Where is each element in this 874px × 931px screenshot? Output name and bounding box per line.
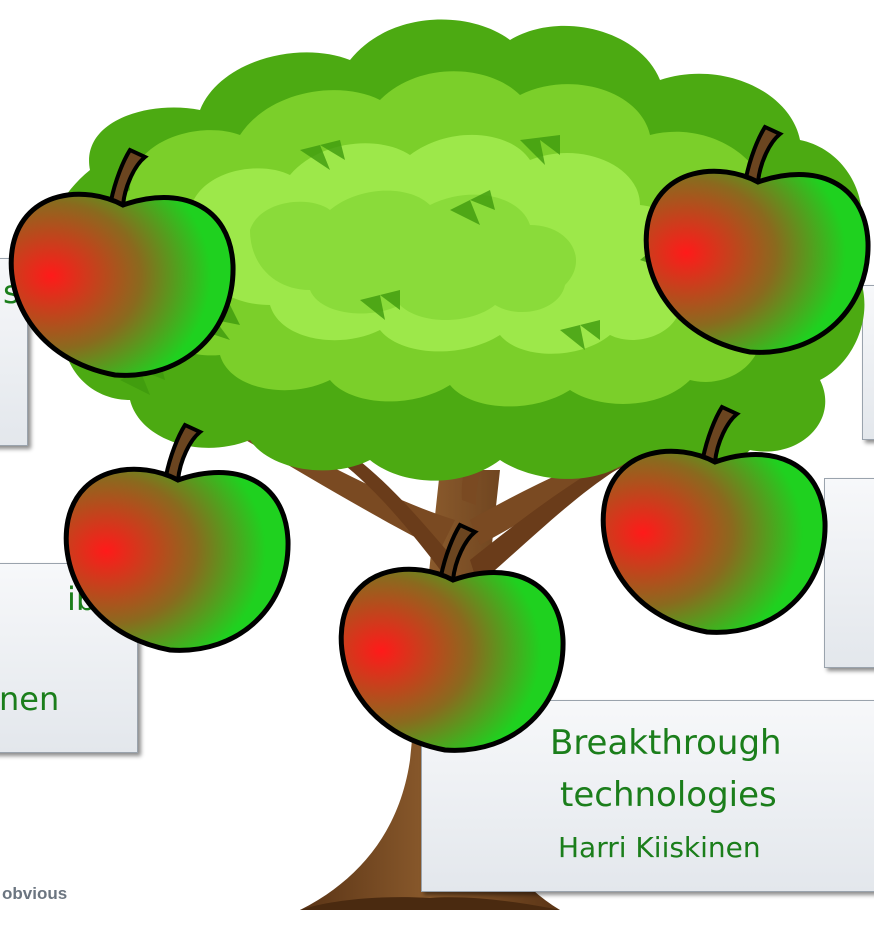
breakthrough-card-author: Harri Kiiskinen [558,831,761,864]
apple-icon [600,404,828,635]
apple-icon [643,124,871,355]
apple-icon [338,522,566,753]
apple-icon [63,422,291,653]
right-top-card [862,285,874,440]
left-bottom-card-line3: nen [0,680,60,718]
breakthrough-technologies-card: Breakthrough technologies Harri Kiiskine… [421,700,874,892]
right-middle-card [824,478,874,668]
apple-icon [8,147,236,378]
footer-text: obvious [2,884,68,903]
breakthrough-card-title-line2: technologies [560,775,777,815]
breakthrough-card-title-line1: Breakthrough [550,723,782,763]
